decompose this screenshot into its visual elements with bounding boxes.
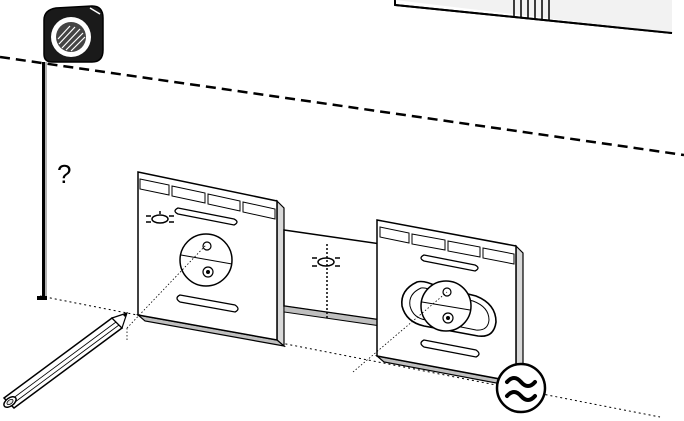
level-bubble-icon [312, 257, 340, 267]
approximately-icon [495, 362, 547, 414]
pencil-icon [2, 312, 128, 409]
pointer-line-left [126, 244, 207, 329]
top-frame [394, 0, 673, 34]
dashed-reference-line [0, 55, 684, 157]
level-bubble-icon [146, 211, 174, 224]
left-mounting-bracket [135, 171, 287, 348]
right-mounting-bracket [374, 219, 526, 390]
tape-measure-icon [37, 5, 104, 300]
pointer-line-right [352, 291, 448, 373]
unknown-distance-label: ? [57, 159, 71, 189]
spacer-bar [283, 229, 382, 327]
